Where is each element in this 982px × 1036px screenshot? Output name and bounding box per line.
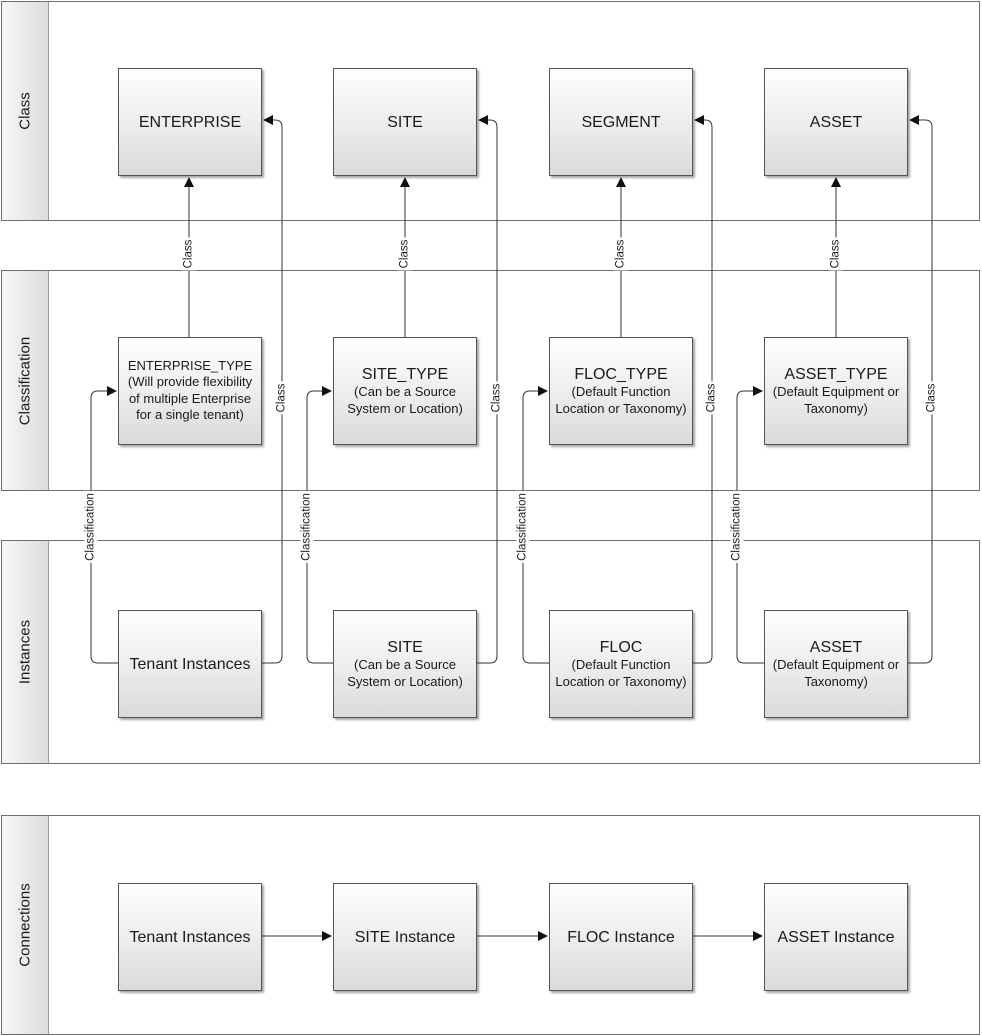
box-subtitle: (Default Equipment or Taxonomy) — [772, 384, 900, 416]
box-subtitle: (Will provide flexibility of multiple En… — [127, 374, 253, 423]
box-subtitle: (Default Equipment or Taxonomy) — [772, 657, 900, 689]
connection-box-tenant[interactable]: Tenant Instances — [118, 883, 262, 991]
instance-box-tenant[interactable]: Tenant Instances — [118, 610, 262, 718]
edge-label-class: Class — [490, 381, 504, 415]
box-title: SITE — [387, 639, 423, 656]
box-title: Tenant Instances — [129, 928, 251, 946]
box-title: ASSET — [809, 639, 863, 656]
box-title: ASSET — [809, 113, 863, 131]
connection-box-site[interactable]: SITE Instance — [333, 883, 477, 991]
lane-header-connections: Connections — [2, 816, 49, 1034]
edge-label-classification: Classification — [84, 491, 98, 563]
box-subtitle: (Default Function Location or Taxonomy) — [555, 657, 687, 689]
lane-header-classification: Classification — [2, 271, 49, 490]
edge-label-class: Class — [182, 237, 196, 271]
box-title: FLOC — [599, 639, 643, 656]
edge-label-classification: Classification — [730, 491, 744, 563]
box-title: Tenant Instances — [129, 655, 251, 673]
edge-label-classification: Classification — [300, 491, 314, 563]
class-box-asset[interactable]: ASSET — [764, 68, 908, 176]
classification-box-floc-type[interactable]: FLOC_TYPE (Default Function Location or … — [549, 337, 693, 445]
edge-label-classification: Classification — [516, 491, 530, 563]
class-box-segment[interactable]: SEGMENT — [549, 68, 693, 176]
box-title: SITE_TYPE — [361, 366, 449, 383]
box-title: ASSET Instance — [777, 928, 895, 946]
lane-title-classification: Classification — [16, 336, 34, 425]
box-title: ENTERPRISE — [138, 113, 242, 131]
edge-label-class: Class — [275, 381, 289, 415]
box-title: SITE Instance — [354, 928, 456, 946]
box-title: FLOC Instance — [567, 928, 675, 946]
box-subtitle: (Can be a Source System or Location) — [347, 657, 463, 689]
edge-label-class: Class — [705, 381, 719, 415]
class-box-enterprise[interactable]: ENTERPRISE — [118, 68, 262, 176]
lane-header-instances: Instances — [2, 541, 49, 763]
edge-label-class: Class — [829, 237, 843, 271]
connection-box-floc[interactable]: FLOC Instance — [549, 883, 693, 991]
classification-box-asset-type[interactable]: ASSET_TYPE (Default Equipment or Taxonom… — [764, 337, 908, 445]
instance-box-asset[interactable]: ASSET (Default Equipment or Taxonomy) — [764, 610, 908, 718]
box-title: SITE — [387, 113, 423, 131]
box-title: FLOC_TYPE — [574, 366, 668, 383]
lane-title-class: Class — [16, 92, 34, 130]
instance-box-floc[interactable]: FLOC (Default Function Location or Taxon… — [549, 610, 693, 718]
lane-title-instances: Instances — [16, 619, 34, 685]
lane-title-connections: Connections — [16, 883, 34, 967]
box-subtitle: (Default Function Location or Taxonomy) — [555, 384, 687, 416]
box-subtitle: (Can be a Source System or Location) — [347, 384, 463, 416]
connection-box-asset[interactable]: ASSET Instance — [764, 883, 908, 991]
box-title: SEGMENT — [581, 113, 661, 131]
edge-label-class: Class — [614, 237, 628, 271]
instance-box-site[interactable]: SITE (Can be a Source System or Location… — [333, 610, 477, 718]
box-title: ASSET_TYPE — [784, 366, 888, 383]
lane-header-class: Class — [2, 2, 49, 220]
edge-label-class: Class — [925, 381, 939, 415]
box-title: ENTERPRISE_TYPE — [127, 358, 253, 374]
edge-label-class: Class — [398, 237, 412, 271]
classification-box-enterprise-type[interactable]: ENTERPRISE_TYPE (Will provide flexibilit… — [118, 337, 262, 445]
classification-box-site-type[interactable]: SITE_TYPE (Can be a Source System or Loc… — [333, 337, 477, 445]
class-box-site[interactable]: SITE — [333, 68, 477, 176]
